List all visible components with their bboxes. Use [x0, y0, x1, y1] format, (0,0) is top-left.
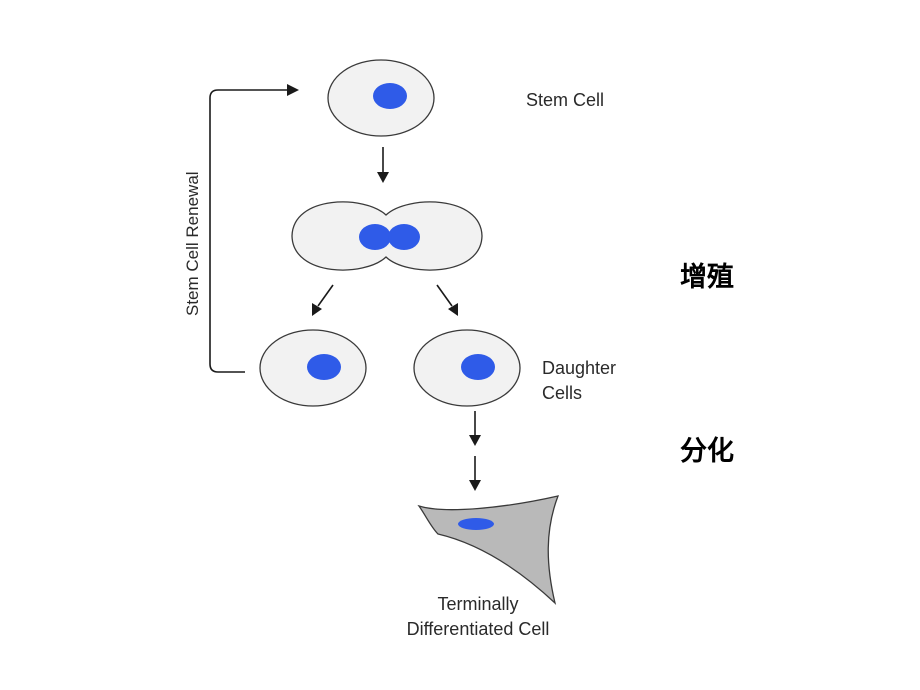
renewal-loop-arrow — [209, 84, 299, 373]
daughter-cell-left-nucleus — [307, 354, 341, 380]
stem-cell-label: Stem Cell — [526, 90, 604, 110]
terminal-label-line2: Differentiated Cell — [407, 619, 550, 639]
differentiated-cell-nucleus — [458, 518, 494, 530]
arrow-left-diagonal — [312, 284, 334, 316]
dividing-nucleus-left — [359, 224, 391, 250]
daughter-cells-label-line2: Cells — [542, 383, 582, 403]
renewal-label: Stem Cell Renewal — [183, 171, 202, 316]
daughter-cell-right — [413, 329, 521, 407]
arrow-right-diagonal — [436, 284, 458, 316]
dividing-nucleus-right — [388, 224, 420, 250]
arrow-down-3 — [469, 456, 481, 491]
differentiated-cell-body — [417, 495, 560, 605]
differentiation-annotation: 分化 — [680, 436, 734, 467]
stem-cell-nucleus — [373, 83, 407, 109]
dividing-cell — [291, 201, 483, 271]
stem-cell — [327, 59, 435, 137]
arrow-down-2 — [469, 411, 481, 446]
proliferation-annotation: 增殖 — [680, 261, 734, 293]
daughter-cell-left — [259, 329, 367, 407]
differentiated-cell — [417, 495, 560, 605]
daughter-cells-label-line1: Daughter — [542, 358, 616, 378]
daughter-cell-right-nucleus — [461, 354, 495, 380]
terminal-label-line1: Terminally — [437, 594, 518, 614]
arrow-down-1 — [377, 147, 389, 183]
